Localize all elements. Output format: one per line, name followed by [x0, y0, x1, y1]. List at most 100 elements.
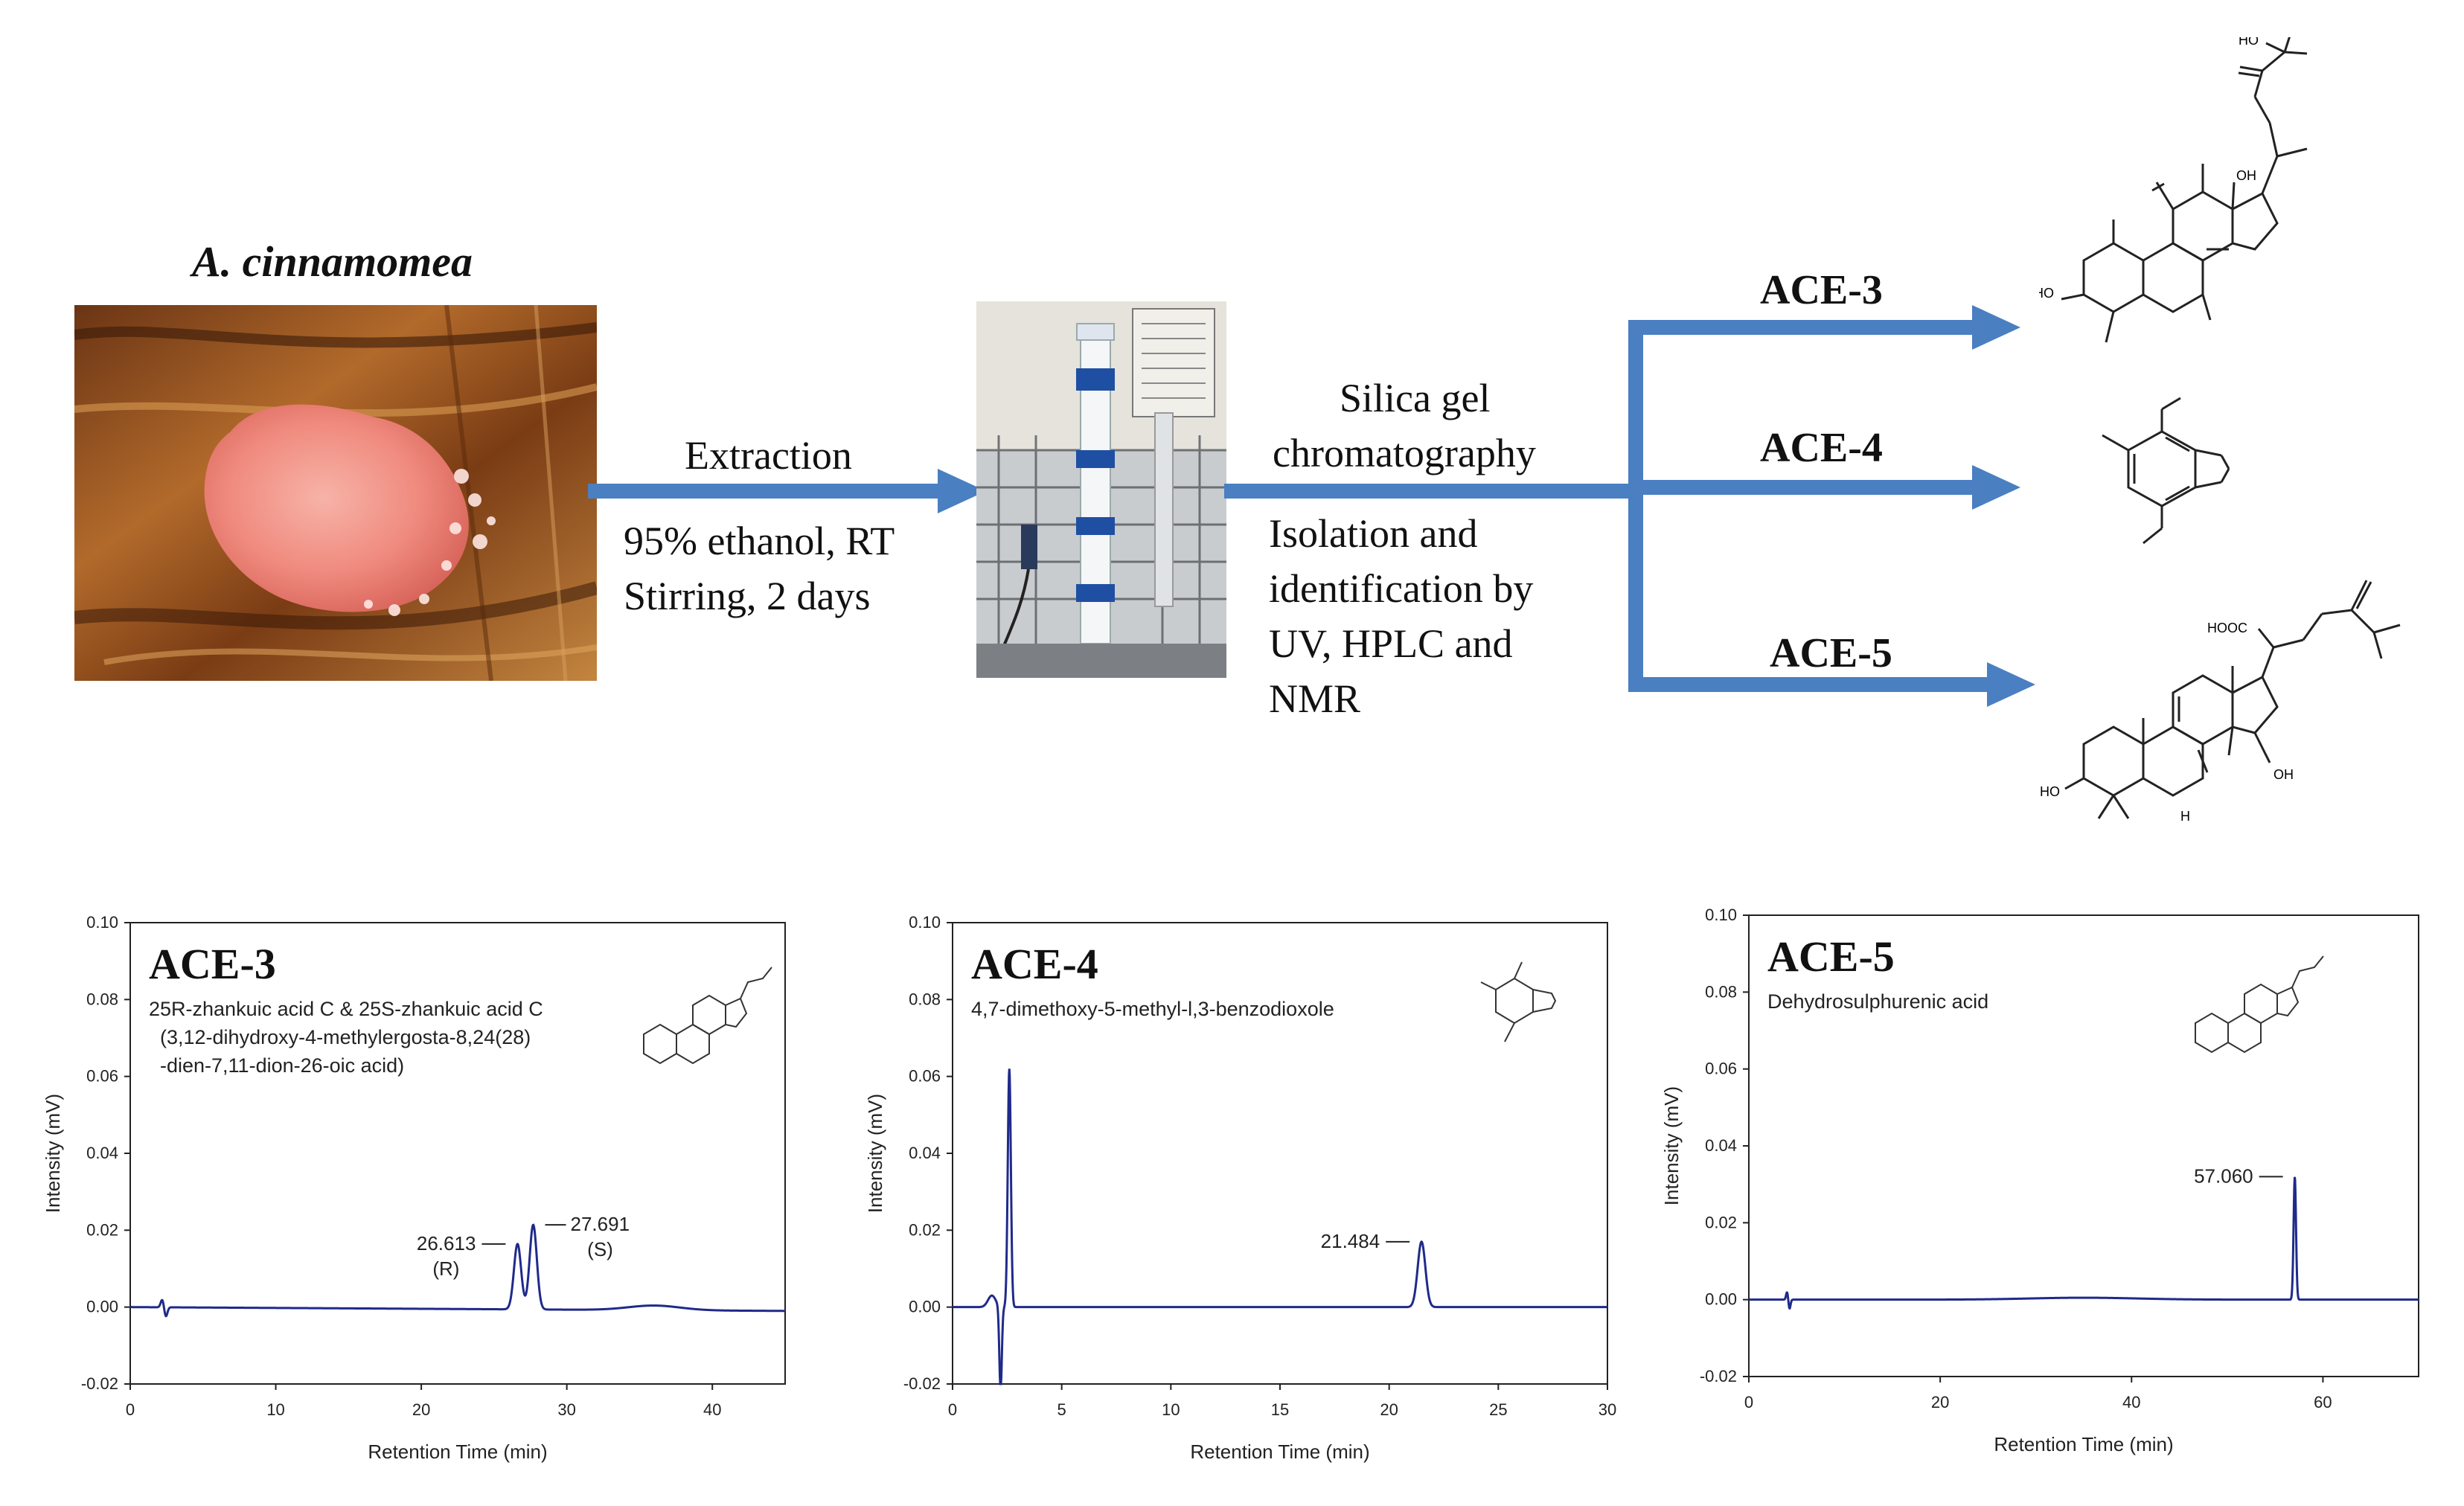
x-tick-label: 40	[703, 1400, 721, 1419]
x-tick-label: 0	[948, 1400, 957, 1419]
arrow-to-ace4	[1972, 465, 2020, 510]
chromatogram-trace	[130, 1223, 785, 1318]
chart-title: ACE-3	[149, 940, 276, 988]
y-tick-label: 0.10	[86, 913, 118, 932]
ace3-structure: HO OH HO	[2039, 37, 2308, 343]
y-tick-label: -0.02	[903, 1374, 941, 1393]
chromatogram-trace	[953, 1068, 1607, 1385]
x-tick-label: 40	[2122, 1393, 2140, 1412]
hplc-chart-ace5: -0.02 0.00 0.02 0.04 0.06 0.08 0.10 0 20 40 60Rete…	[1660, 908, 2419, 1455]
extraction-label: Extraction	[685, 433, 852, 478]
y-tick-label: 0.08	[909, 990, 941, 1008]
product-label-ace4: ACE-4	[1760, 425, 1883, 471]
peak-label: 27.691	[571, 1213, 630, 1235]
y-tick-label: -0.02	[81, 1374, 118, 1393]
x-tick-label: 0	[1744, 1393, 1753, 1412]
fungus-photo-drawing	[74, 305, 597, 681]
compound-name-line: -dien-7,11-dion-26-oic acid)	[160, 1054, 404, 1077]
y-tick-label: 0.00	[1705, 1290, 1737, 1309]
x-tick-label: 0	[126, 1400, 135, 1419]
peak-label: 21.484	[1321, 1230, 1380, 1252]
extractor-photo	[976, 301, 1226, 678]
ace5-ho-label: HO	[2040, 784, 2060, 799]
chromatogram-trace	[1749, 1176, 2419, 1310]
arrow-to-ace3	[1972, 305, 2020, 350]
y-tick-label: 0.06	[909, 1067, 941, 1086]
organism-title: A. cinnamomea	[192, 237, 473, 286]
ace5-oh-label: OH	[2273, 767, 2294, 782]
ace5-h-label: H	[2180, 809, 2190, 824]
x-tick-label: 20	[1380, 1400, 1398, 1419]
x-tick-label: 10	[266, 1400, 284, 1419]
branch-arrows	[1628, 305, 2035, 707]
chromatography-label-2: chromatography	[1273, 431, 1536, 475]
x-tick-label: 30	[1599, 1400, 1616, 1419]
compound-name-line: Dehydrosulphurenic acid	[1767, 990, 1988, 1013]
y-tick-label: 0.04	[86, 1144, 118, 1162]
chart-title: ACE-5	[1767, 932, 1895, 981]
y-axis-label: Intensity (mV)	[42, 1094, 64, 1213]
hplc-chart-ace4: -0.02 0.00 0.02 0.04 0.06 0.08 0.10 0 5 10 15 20 25 3…	[864, 913, 1616, 1463]
y-tick-label: 0.10	[1705, 908, 1737, 924]
y-tick-label: 0.10	[909, 913, 941, 932]
compound-name-line: (3,12-dihydroxy-4-methylergosta-8,24(28)	[160, 1026, 531, 1048]
y-axis-label: Intensity (mV)	[1660, 1086, 1683, 1205]
y-tick-label: 0.08	[86, 990, 118, 1008]
chart-structure-thumbnail	[1480, 961, 1557, 1042]
x-tick-label: 15	[1271, 1400, 1289, 1419]
x-tick-label: 5	[1057, 1400, 1066, 1419]
product-label-ace3: ACE-3	[1760, 267, 1883, 313]
y-tick-label: 0.00	[86, 1298, 118, 1316]
y-axis-label: Intensity (mV)	[864, 1094, 886, 1213]
peak-sublabel: (R)	[432, 1257, 459, 1280]
y-tick-label: -0.02	[1700, 1367, 1737, 1385]
ace3-ho-top: HO	[2239, 37, 2259, 48]
plot-frame	[129, 922, 786, 1385]
x-tick-label: 10	[1162, 1400, 1180, 1419]
extractor-photo-drawing	[976, 301, 1226, 678]
compound-name-line: 4,7-dimethoxy-5-methyl-l,3-benzodioxole	[971, 998, 1334, 1020]
arrow-to-ace5	[1987, 662, 2035, 707]
y-tick-label: 0.04	[909, 1144, 941, 1162]
x-tick-label: 20	[412, 1400, 430, 1419]
extraction-condition-1: 95% ethanol, RT	[624, 519, 895, 563]
y-tick-label: 0.02	[909, 1220, 941, 1239]
x-axis-label: Retention Time (min)	[1190, 1441, 1369, 1463]
x-tick-label: 25	[1489, 1400, 1507, 1419]
main-flow-arrow	[1224, 484, 1641, 499]
extraction-condition-2: Stirring, 2 days	[624, 574, 871, 618]
chart-structure-thumbnail	[643, 967, 772, 1065]
fungus-photo	[74, 305, 597, 681]
x-axis-label: Retention Time (min)	[1994, 1433, 2173, 1455]
y-tick-label: 0.04	[1705, 1136, 1737, 1155]
ace4-structure	[2102, 397, 2230, 545]
x-tick-label: 20	[1931, 1393, 1949, 1412]
ace3-ho-left: HO	[2039, 286, 2054, 301]
chart-title: ACE-4	[971, 940, 1098, 988]
product-label-ace5: ACE-5	[1770, 630, 1892, 676]
ace3-oh-label: OH	[2236, 168, 2256, 183]
extraction-arrow	[588, 469, 986, 513]
y-tick-label: 0.02	[1705, 1213, 1737, 1231]
y-tick-label: 0.00	[909, 1298, 941, 1316]
chromatography-label-1: Silica gel	[1340, 376, 1491, 420]
ace5-structure: HOOC HO OH H	[2040, 580, 2401, 824]
y-tick-label: 0.08	[1705, 982, 1737, 1001]
plot-frame	[1748, 914, 2419, 1377]
identification-line-3: UV, HPLC and	[1269, 621, 1513, 666]
peak-sublabel: (S)	[587, 1238, 613, 1260]
y-tick-label: 0.06	[86, 1067, 118, 1086]
peak-label: 57.060	[2194, 1164, 2253, 1187]
chart-structure-thumbnail	[2195, 955, 2324, 1054]
x-axis-label: Retention Time (min)	[368, 1441, 547, 1463]
identification-line-1: Isolation and	[1269, 511, 1478, 556]
identification-line-4: NMR	[1269, 676, 1361, 721]
x-tick-label: 60	[2314, 1393, 2332, 1412]
plot-frame	[952, 922, 1608, 1385]
ace5-hooc-label: HOOC	[2207, 621, 2247, 635]
y-tick-label: 0.06	[1705, 1060, 1737, 1078]
peak-label: 26.613	[417, 1232, 476, 1255]
compound-name-line: 25R-zhankuic acid C & 25S-zhankuic acid …	[149, 998, 543, 1020]
y-tick-label: 0.02	[86, 1220, 118, 1239]
